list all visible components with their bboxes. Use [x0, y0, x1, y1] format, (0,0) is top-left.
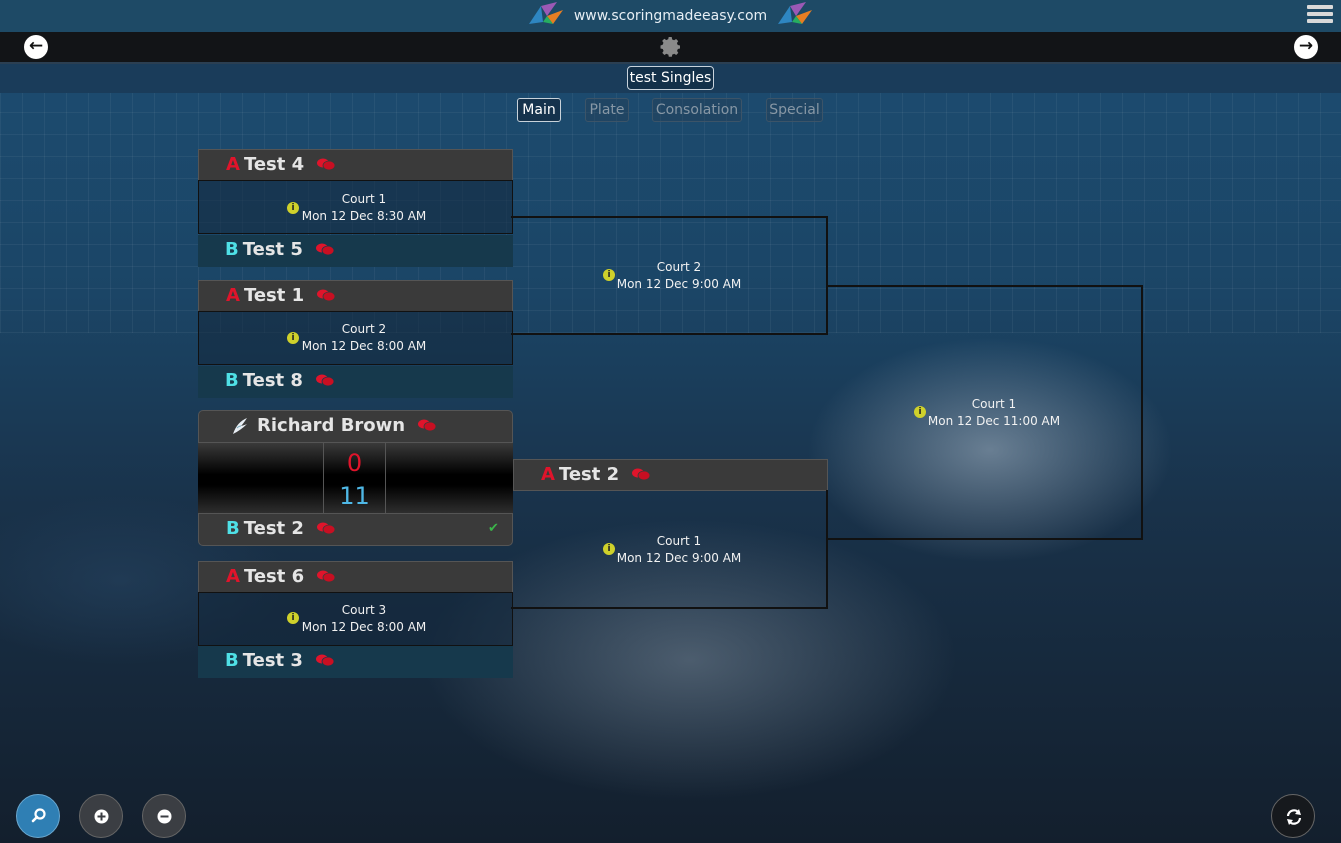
- arrow-left-icon[interactable]: ←: [24, 35, 48, 59]
- chat-icon[interactable]: [315, 653, 335, 667]
- info-icon[interactable]: i: [914, 406, 926, 418]
- match-court: Court 1: [341, 192, 387, 206]
- match-info: Court 2 Mon 12 Dec 8:00 AM: [300, 321, 428, 355]
- player-slot[interactable]: Richard Brown: [198, 410, 513, 443]
- match-court: Court 3: [341, 603, 387, 617]
- scoreboard[interactable]: [198, 443, 513, 513]
- plus-icon: [94, 809, 109, 824]
- info-icon[interactable]: i: [603, 543, 615, 555]
- chat-icon[interactable]: [417, 418, 437, 432]
- match-info: Court 1 Mon 12 Dec 8:30 AM: [300, 191, 428, 225]
- info-icon[interactable]: i: [287, 202, 299, 214]
- player-name: Test 6: [243, 566, 305, 587]
- match-box[interactable]: [198, 311, 513, 365]
- tab-special[interactable]: Special: [766, 98, 823, 122]
- match-time: Mon 12 Dec 9:00 AM: [616, 277, 742, 291]
- tab-plate[interactable]: Plate: [585, 98, 629, 122]
- match-time: Mon 12 Dec 8:00 AM: [301, 339, 427, 353]
- bracket-connector: [826, 538, 1143, 540]
- chat-icon[interactable]: [315, 373, 335, 387]
- player-name: Test 8: [242, 370, 303, 391]
- winner-check-icon: ✔: [488, 521, 499, 536]
- seed-label: B: [226, 518, 240, 539]
- match-info: Court 3 Mon 12 Dec 8:00 AM: [300, 602, 428, 636]
- bracket-connector: [826, 216, 828, 335]
- seed-label: B: [225, 370, 239, 391]
- match-box[interactable]: [198, 592, 513, 646]
- info-icon[interactable]: i: [603, 269, 615, 281]
- seed-label: B: [225, 239, 239, 260]
- gear-icon[interactable]: [659, 35, 683, 59]
- info-icon[interactable]: i: [287, 332, 299, 344]
- site-url: www.scoringmadeeasy.com: [573, 8, 768, 24]
- hamburger-icon[interactable]: [1307, 2, 1333, 28]
- seed-label: A: [226, 154, 240, 175]
- player-name: Test 2: [558, 464, 620, 485]
- match-time: Mon 12 Dec 8:00 AM: [301, 620, 427, 634]
- seed-label: A: [226, 566, 240, 587]
- player-name: Test 1: [243, 285, 305, 306]
- match-time: Mon 12 Dec 9:00 AM: [616, 551, 742, 565]
- arrow-right-icon[interactable]: →: [1294, 35, 1318, 59]
- player-name: Test 5: [242, 239, 303, 260]
- score-column: [323, 443, 386, 513]
- bracket-connector: [826, 490, 828, 609]
- chat-icon[interactable]: [316, 569, 336, 583]
- tab-main[interactable]: Main: [517, 98, 561, 122]
- player-avatar-icon: [233, 418, 247, 434]
- chat-icon[interactable]: [631, 467, 651, 481]
- chat-icon[interactable]: [316, 521, 336, 535]
- seed-label: B: [225, 650, 239, 671]
- chat-icon[interactable]: [315, 242, 335, 256]
- site-logo-icon: [777, 2, 812, 24]
- player-name: Test 2: [243, 518, 304, 539]
- chat-icon[interactable]: [316, 288, 336, 302]
- match-info: Court 1 Mon 12 Dec 9:00 AM: [615, 533, 743, 567]
- chat-icon[interactable]: [316, 157, 336, 171]
- match-info: Court 1 Mon 12 Dec 11:00 AM: [926, 396, 1062, 430]
- zoom-out-button[interactable]: [142, 794, 186, 838]
- match-time: Mon 12 Dec 8:30 AM: [301, 209, 427, 223]
- bracket-connector: [511, 333, 828, 335]
- top-bar: [0, 0, 1341, 32]
- zoom-in-button[interactable]: [79, 794, 123, 838]
- search-button[interactable]: [16, 794, 60, 838]
- player-name: Test 4: [243, 154, 305, 175]
- site-brand[interactable]: www.scoringmadeeasy.com: [0, 2, 1341, 26]
- match-box[interactable]: [198, 180, 513, 234]
- bracket-connector: [1141, 285, 1143, 540]
- refresh-button[interactable]: [1271, 794, 1315, 838]
- match-court: Court 2: [656, 260, 702, 274]
- seed-label: A: [541, 464, 555, 485]
- minus-icon: [157, 809, 172, 824]
- match-info: Court 2 Mon 12 Dec 9:00 AM: [615, 259, 743, 293]
- player-name: Test 3: [242, 650, 303, 671]
- player-name: Richard Brown: [257, 415, 406, 436]
- bracket-connector: [826, 285, 1143, 287]
- match-time: Mon 12 Dec 11:00 AM: [927, 414, 1061, 428]
- bracket-connector: [511, 216, 828, 218]
- refresh-icon: [1286, 809, 1302, 825]
- match-court: Court 2: [341, 322, 387, 336]
- score-player-a: 0: [346, 449, 363, 477]
- match-court: Court 1: [971, 397, 1017, 411]
- bracket-connector: [511, 607, 828, 609]
- seed-label: A: [226, 285, 240, 306]
- tab-consolation[interactable]: Consolation: [652, 98, 742, 122]
- match-court: Court 1: [656, 534, 702, 548]
- search-icon: [31, 808, 46, 823]
- score-player-b: 11: [339, 482, 370, 510]
- info-icon[interactable]: i: [287, 612, 299, 624]
- event-title[interactable]: test Singles: [627, 66, 714, 90]
- site-logo-icon: [529, 2, 564, 24]
